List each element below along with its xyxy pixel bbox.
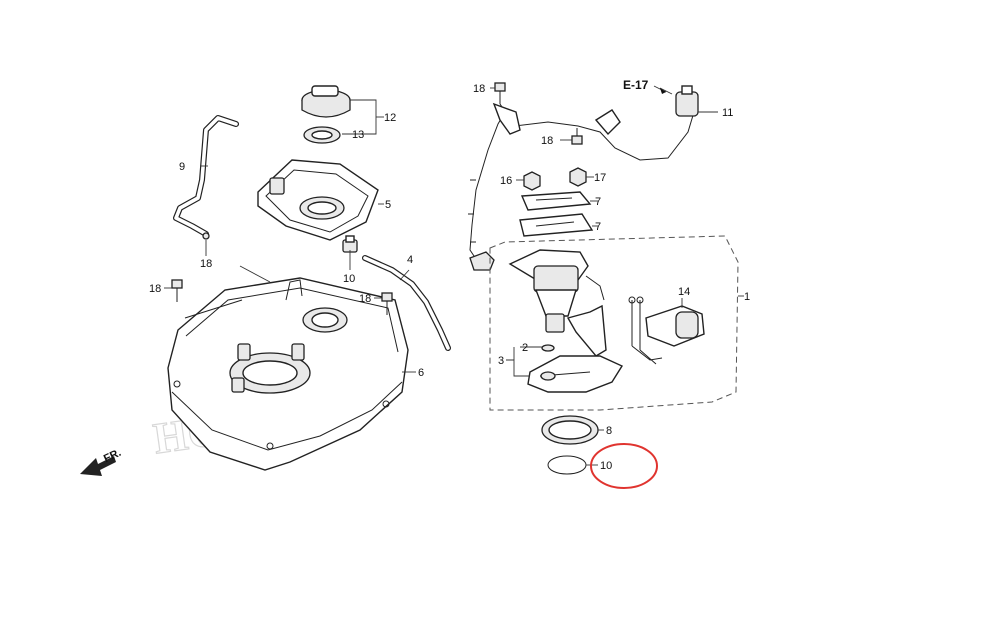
nut-right: [569, 167, 587, 187]
fuel-cap: [301, 85, 351, 118]
breather-tube: [173, 115, 239, 237]
bolt-right: [381, 292, 393, 315]
callout-14: 13: [352, 129, 364, 141]
bolt-top: [494, 82, 506, 104]
callout-17: 18: [200, 258, 212, 270]
fuel-tank: [167, 277, 409, 471]
drain-tube: [362, 255, 451, 351]
callout-7-lower: 7: [595, 221, 601, 233]
callout-12: 10: [600, 460, 612, 472]
callout-4: 4: [407, 254, 413, 266]
callout-11: 11: [722, 107, 733, 119]
front-label: FR.: [102, 447, 123, 465]
front-arrow: FR.: [80, 447, 123, 476]
callout-18-right: 18: [359, 293, 371, 305]
callout-labels: 9 12 13 5 4 10 18 18 18 6 18 18 16 17 7 …: [149, 83, 750, 472]
highlight-circle: [590, 443, 658, 489]
callout-2: 2: [522, 342, 528, 354]
tube-joint: [342, 235, 358, 253]
pump-setting-ring: [541, 415, 599, 445]
callout-9: 9: [179, 161, 185, 173]
callout-5: 5: [385, 199, 391, 211]
front-arrow-icon: [80, 456, 116, 476]
callout-8: 8: [606, 425, 612, 437]
reference-e17: E-17: [623, 78, 667, 94]
callout-3: 3: [498, 355, 504, 367]
fuel-pump: [508, 249, 607, 357]
callout-16-left: 16: [500, 175, 512, 187]
wire-harness: [468, 85, 699, 271]
bolt-left: [171, 279, 183, 302]
fuel-strainer: [527, 355, 624, 393]
drain-tray: [257, 159, 379, 241]
clip: [202, 232, 210, 240]
cap-gasket: [303, 126, 341, 144]
fuel-pump-assembly-boundary: [489, 235, 739, 411]
callout-13: 12: [384, 112, 396, 124]
callout-15: 14: [678, 286, 690, 298]
gasket-upper: [520, 191, 592, 211]
callout-1: 1: [744, 291, 750, 303]
fuel-level-sensor: [628, 296, 705, 365]
leader-lines: [164, 87, 744, 466]
bolt-middle: [571, 128, 583, 145]
callout-18-left: 18: [149, 283, 161, 295]
gasket-lower: [519, 213, 594, 237]
callout-6: 6: [418, 367, 424, 379]
callout-16-right: 17: [594, 172, 606, 184]
callout-18-top: 18: [473, 83, 485, 95]
callout-18-middle: 18: [541, 135, 553, 147]
callout-10: 10: [343, 273, 355, 285]
reference-label: E-17: [623, 78, 649, 92]
callout-7-upper: 7: [595, 196, 601, 208]
collar: [541, 344, 555, 352]
o-ring: [547, 455, 587, 475]
nut-left: [523, 171, 541, 191]
